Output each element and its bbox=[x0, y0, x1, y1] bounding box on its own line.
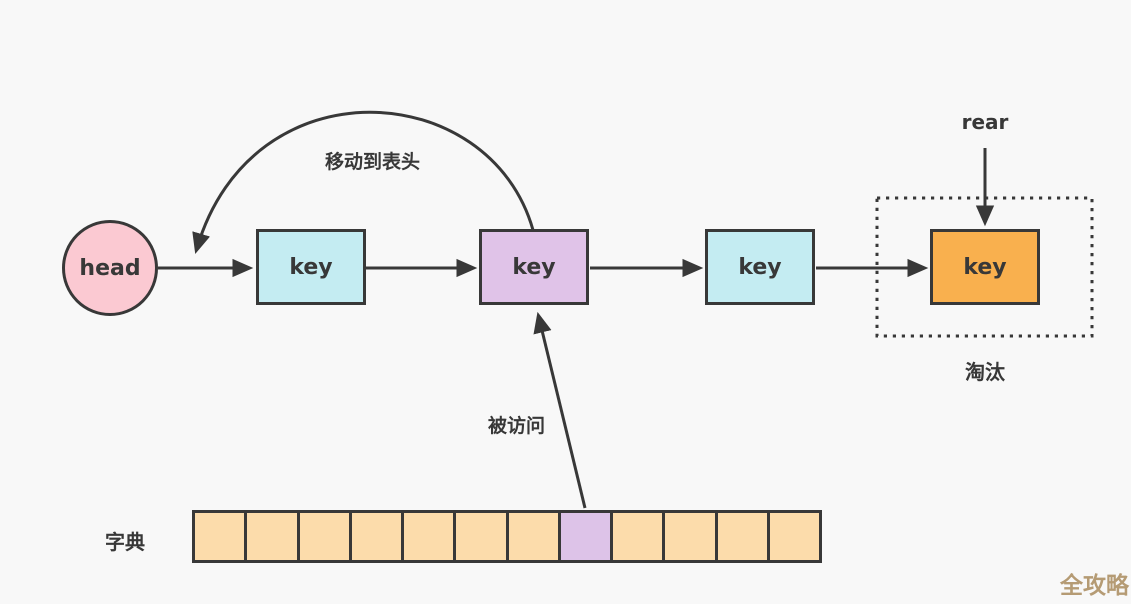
dictionary-cell bbox=[401, 510, 457, 563]
dictionary-cell bbox=[453, 510, 509, 563]
list-node-normal-2: key bbox=[705, 229, 815, 305]
dictionary-label: 字典 bbox=[105, 530, 145, 554]
dictionary-cells bbox=[192, 510, 822, 563]
evict-label: 淘汰 bbox=[965, 360, 1005, 384]
arrow-accessed bbox=[533, 311, 587, 509]
dictionary-cell bbox=[192, 510, 248, 563]
dictionary-cell bbox=[662, 510, 718, 563]
dictionary-cell bbox=[348, 510, 404, 563]
dictionary-cell bbox=[296, 510, 352, 563]
list-node-accessed: key bbox=[479, 229, 589, 305]
dictionary-cell bbox=[766, 510, 822, 563]
watermark: 全攻略 bbox=[1060, 573, 1129, 599]
rear-label: rear bbox=[961, 110, 1009, 134]
list-node-to-evict: key bbox=[930, 229, 1040, 305]
dictionary-cell bbox=[244, 510, 300, 563]
accessed-label: 被访问 bbox=[488, 415, 546, 437]
arrow-move-to-head-arc bbox=[192, 110, 535, 255]
move-to-head-label: 移动到表头 bbox=[325, 151, 421, 173]
dictionary-cell bbox=[505, 510, 561, 563]
evict-dotted-frame bbox=[875, 196, 1094, 338]
head-node: head bbox=[62, 220, 158, 316]
list-node-normal-1: key bbox=[256, 229, 366, 305]
dictionary-cell bbox=[714, 510, 770, 563]
dictionary-cell bbox=[610, 510, 666, 563]
dictionary-cell-highlighted bbox=[557, 510, 613, 563]
